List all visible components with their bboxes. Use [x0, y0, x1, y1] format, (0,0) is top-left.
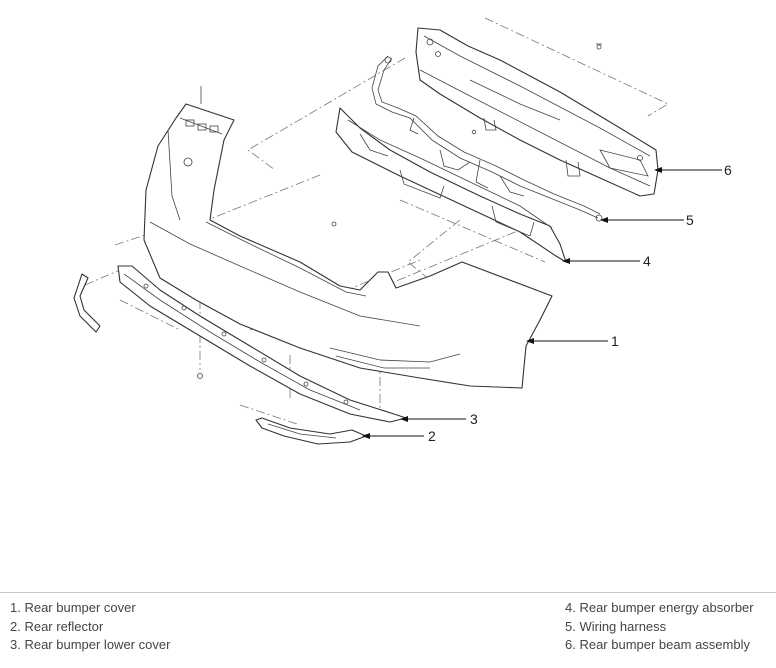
rear-bumper-beam-assembly — [415, 27, 659, 197]
rear-reflector — [255, 417, 367, 445]
callout-4: 4 — [643, 253, 651, 269]
legend-item: 4. Rear bumper energy absorber — [565, 600, 754, 615]
callout-1: 1 — [611, 333, 619, 349]
rear-bumper-energy-absorber — [335, 107, 567, 263]
leader-lines — [362, 167, 722, 439]
legend-item: 1. Rear bumper cover — [10, 600, 136, 615]
callout-6: 6 — [724, 162, 732, 178]
legend-item: 2. Rear reflector — [10, 618, 104, 634]
wiring-harness — [371, 55, 603, 222]
legend-divider — [0, 592, 776, 593]
legend-right: 4. Rear bumper energy absorber 5. Wiring… — [565, 599, 754, 655]
rear-bumper-cover — [143, 86, 553, 389]
callout-3: 3 — [470, 411, 478, 427]
legend-left: 1. Rear bumper cover 2. Rear reflector 3… — [10, 599, 170, 655]
legend-item: 3. Rear bumper lower cover — [10, 637, 171, 652]
callout-2: 2 — [428, 428, 436, 444]
exploded-parts-diagram: 6 5 4 1 3 2 — [73, 17, 732, 445]
callout-5: 5 — [686, 212, 694, 228]
legend-item: 6. Rear bumper beam assembly — [565, 637, 750, 652]
lower-cover-end-piece — [73, 273, 203, 379]
legend-item: 5. Wiring harness — [565, 618, 667, 634]
